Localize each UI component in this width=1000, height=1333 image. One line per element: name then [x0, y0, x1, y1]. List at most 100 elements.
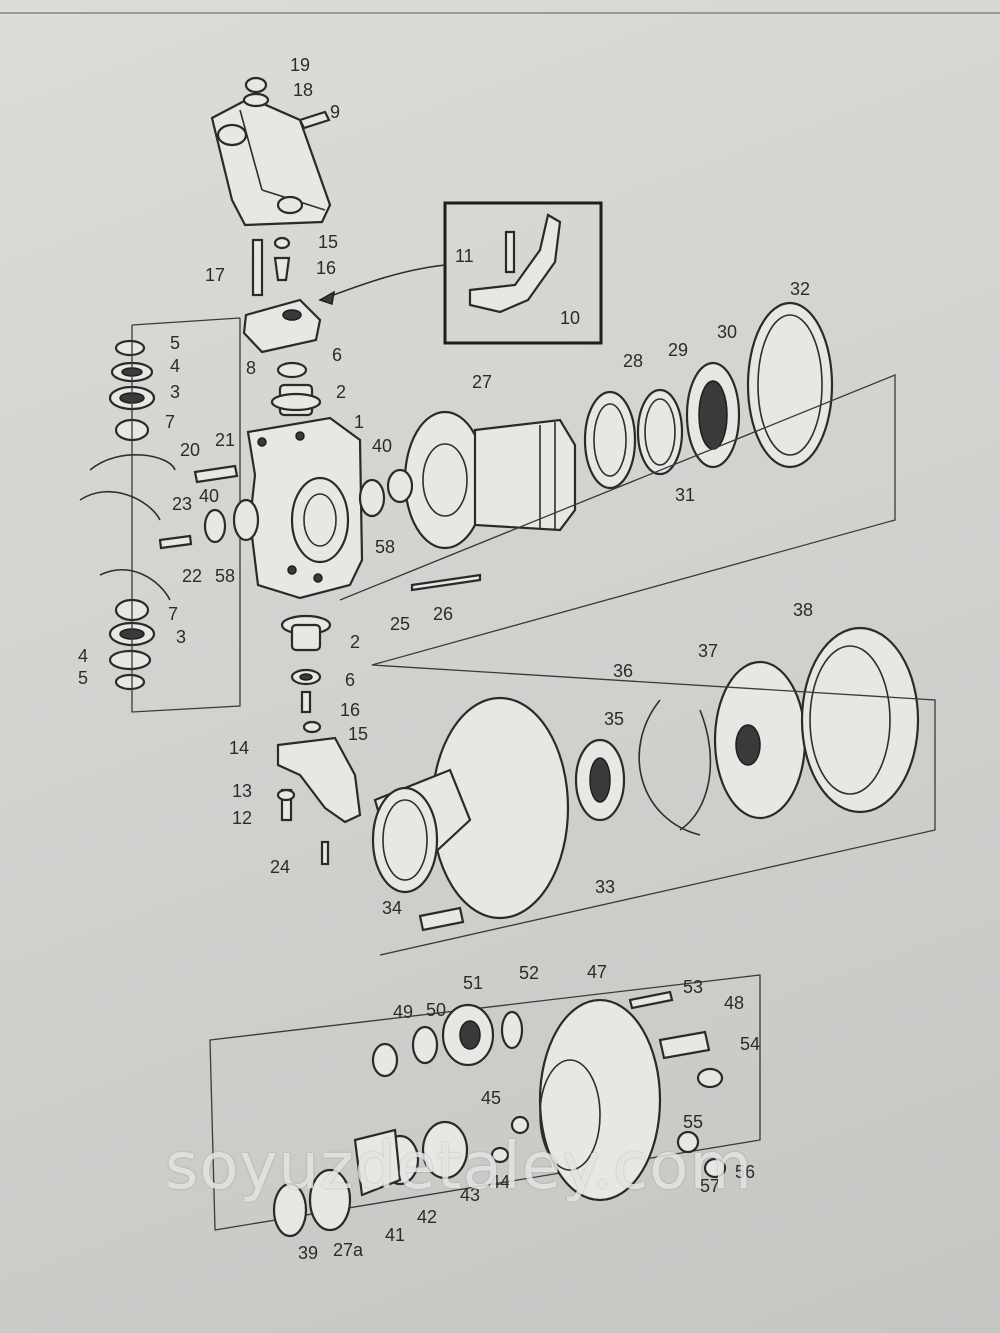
- label-27: 27: [472, 372, 493, 392]
- item-24-pin: [320, 840, 330, 866]
- label-57: 57: [700, 1176, 721, 1196]
- item-56: [703, 1157, 727, 1179]
- item-41-shaft: [353, 1128, 402, 1197]
- item-32-gear-ring: [746, 301, 834, 469]
- label-18: 18: [293, 80, 314, 100]
- label-44: 44: [490, 1172, 511, 1192]
- label-3-upper: 3: [170, 382, 181, 402]
- item-44-ring: [490, 1146, 510, 1164]
- item-39-ring: [272, 1182, 308, 1238]
- label-25: 25: [390, 614, 411, 634]
- label-58-left: 58: [215, 566, 236, 586]
- label-3-lower: 3: [176, 627, 187, 647]
- label-5-lower: 5: [78, 668, 89, 688]
- label-53: 53: [683, 977, 704, 997]
- item-18-washer: [242, 92, 270, 108]
- label-42: 42: [417, 1207, 438, 1227]
- item-28-ring: [583, 390, 637, 490]
- label-6-upper: 6: [332, 345, 343, 365]
- label-22: 22: [182, 566, 203, 586]
- label-52: 52: [519, 963, 540, 983]
- label-32: 32: [790, 279, 811, 299]
- label-29: 29: [668, 340, 689, 360]
- label-14: 14: [229, 738, 250, 758]
- item-17-pin: [251, 238, 264, 297]
- label-45: 45: [481, 1088, 502, 1108]
- item-50-needle: [411, 1025, 439, 1065]
- upper-bracket: [210, 76, 332, 227]
- label-41: 41: [385, 1225, 406, 1245]
- item-47-planet-carrier: [538, 998, 662, 1202]
- item-54-plug: [696, 1067, 724, 1089]
- item-13-washer: [276, 788, 296, 802]
- label-26: 26: [433, 604, 454, 624]
- item-45-ring: [510, 1115, 530, 1135]
- label-55: 55: [683, 1112, 704, 1132]
- label-2-lower: 2: [350, 632, 361, 652]
- label-58-right: 58: [375, 537, 396, 557]
- label-15-lower: 15: [348, 724, 369, 744]
- label-50: 50: [426, 1000, 447, 1020]
- item-16-bolt: [273, 256, 291, 282]
- sheet-top-border: [0, 12, 1000, 14]
- item-9-bolt: [298, 110, 331, 130]
- item-10-arm: [468, 213, 562, 314]
- label-10: 10: [560, 308, 581, 328]
- item-19-nut: [244, 76, 268, 94]
- watermark: soyuzdetaley.com: [165, 1130, 753, 1204]
- label-2-upper: 2: [336, 382, 347, 402]
- label-38: 38: [793, 600, 814, 620]
- label-11: 11: [455, 246, 474, 266]
- item-55: [676, 1130, 700, 1154]
- item-27-hub: [403, 410, 487, 550]
- label-40-left: 40: [199, 486, 220, 506]
- label-27a: 27a: [333, 1240, 364, 1260]
- item-22-23-screw: [158, 534, 193, 550]
- item-11-bolt: [504, 230, 516, 274]
- label-12: 12: [232, 808, 253, 828]
- label-17: 17: [205, 265, 226, 285]
- label-19: 19: [290, 55, 311, 75]
- label-49: 49: [393, 1002, 414, 1022]
- label-5-upper: 5: [170, 333, 181, 353]
- label-16-upper: 16: [316, 258, 337, 278]
- label-4-upper: 4: [170, 356, 181, 376]
- label-28: 28: [623, 351, 644, 371]
- item-8-plate: [242, 298, 322, 354]
- item-53-bolt: [628, 990, 674, 1010]
- label-9: 9: [330, 102, 341, 122]
- label-7-lower: 7: [168, 604, 179, 624]
- item-58-seal: [358, 478, 386, 518]
- item-34-bolt: [418, 906, 465, 932]
- label-23: 23: [172, 494, 193, 514]
- label-37: 37: [698, 641, 719, 661]
- item-52-washer: [500, 1010, 524, 1050]
- label-8: 8: [246, 358, 257, 378]
- label-20: 20: [180, 440, 201, 460]
- label-15-upper: 15: [318, 232, 339, 252]
- label-35: 35: [604, 709, 625, 729]
- label-6-lower: 6: [345, 670, 356, 690]
- item-36-snap-ring: [638, 699, 712, 836]
- label-7-upper: 7: [165, 412, 176, 432]
- label-21: 21: [215, 430, 236, 450]
- label-30: 30: [717, 322, 738, 342]
- label-33: 33: [595, 877, 616, 897]
- item-14-lower-arm: [276, 736, 362, 824]
- item-27a-ring: [308, 1168, 352, 1232]
- label-1: 1: [354, 412, 365, 432]
- label-43: 43: [460, 1185, 481, 1205]
- item-48-pin: [658, 1030, 711, 1060]
- inset-box: [443, 201, 603, 345]
- label-48: 48: [724, 993, 745, 1013]
- label-40-right: 40: [372, 436, 393, 456]
- label-4-lower: 4: [78, 646, 89, 666]
- label-31: 31: [675, 485, 696, 505]
- label-16-lower: 16: [340, 700, 361, 720]
- item-49-washer: [371, 1042, 399, 1078]
- label-54: 54: [740, 1034, 761, 1054]
- label-56: 56: [735, 1162, 756, 1182]
- label-24: 24: [270, 857, 291, 877]
